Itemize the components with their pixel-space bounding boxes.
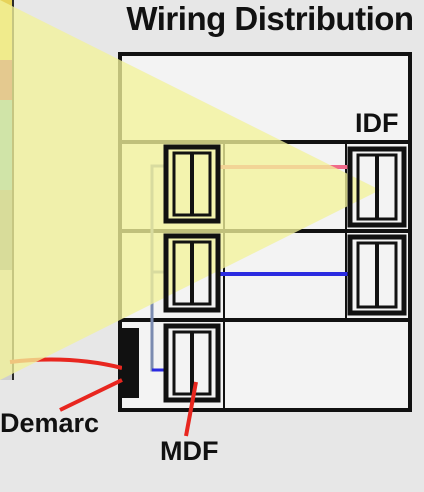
demarc-label: Demarc [0, 408, 100, 438]
mdf-cabinet [163, 323, 221, 403]
idf-label: IDF [355, 108, 399, 138]
demarc-pointer [59, 378, 123, 412]
floor3-cabinet [163, 144, 221, 224]
floor2-cabinet [163, 233, 221, 313]
idf-cabinet-bottom [347, 234, 407, 316]
mdf-pointer [184, 381, 198, 437]
demarc-block [122, 328, 139, 398]
diagram-title: Wiring Distribution [126, 0, 414, 37]
mdf-label: MDF [160, 436, 219, 466]
idf-cabinet-top [347, 146, 407, 228]
